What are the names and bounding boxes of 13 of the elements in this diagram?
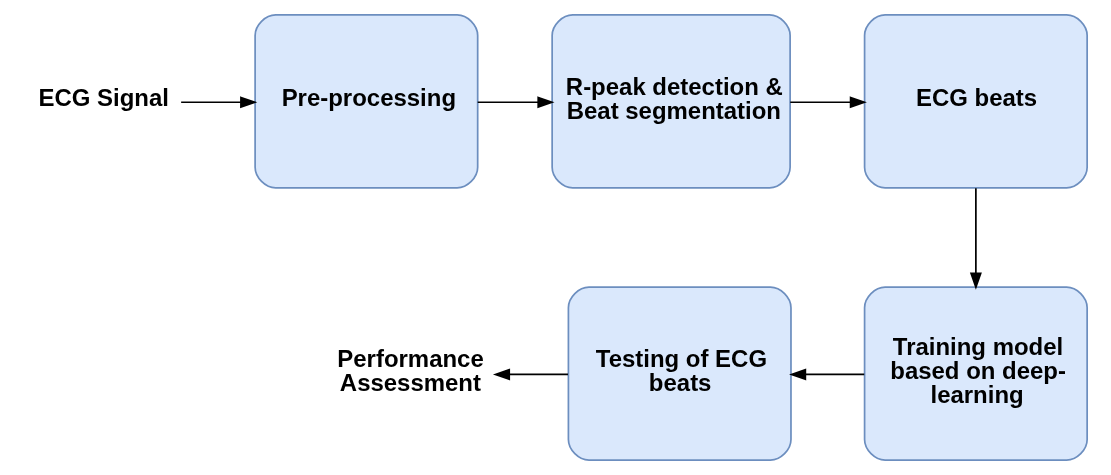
node-box: Testing of ECG beats [567,286,792,461]
node-text: Performance Assessment [336,345,484,397]
node-text: ECG Signal [38,84,169,112]
node-box: Training model based on deep-learning [863,286,1088,461]
arrow [179,96,257,109]
arrow [969,187,982,290]
arrow [788,368,865,381]
arrow [492,368,569,381]
node-box: R-peak detection & Beat segmentation [550,14,791,189]
arrow [788,96,867,109]
node-box: ECG beats [863,14,1088,189]
arrow [476,96,554,109]
node-box: Pre-processing [253,14,479,189]
